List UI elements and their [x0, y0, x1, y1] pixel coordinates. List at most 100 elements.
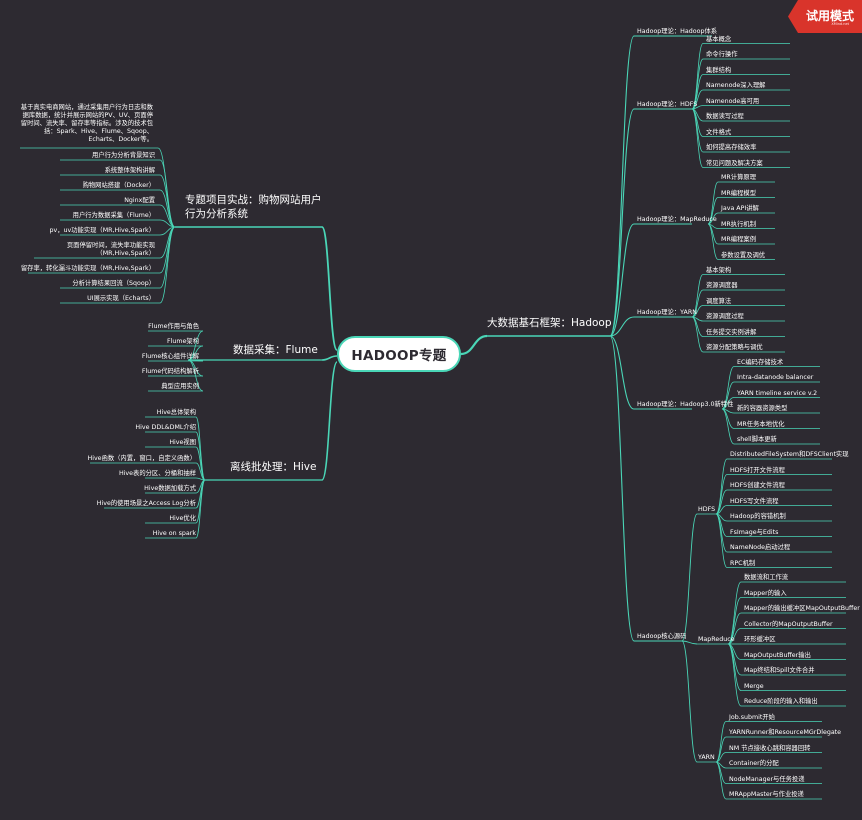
source-yarn-item[interactable]: Job.submit开始 [729, 713, 775, 721]
project-topic-item[interactable]: 用户行为分析背景知识 [92, 152, 155, 159]
source-mapreduce-item[interactable]: Mapper的输出缓冲区MapOutputBuffer [744, 605, 860, 612]
topic-hadoop-system[interactable]: Hadoop理论：Hadoop体系 [637, 28, 718, 35]
project-topic-item[interactable]: 留存率，转化漏斗功能实现（MR,Hive,Spark） [20, 265, 155, 272]
hadoop3-topic-item[interactable]: EC编码存储技术 [737, 358, 784, 366]
flume-topic-item[interactable]: Flume架构 [167, 338, 199, 345]
connector-line [727, 612, 742, 645]
mapreduce-topic-item[interactable]: Java API讲解 [721, 205, 759, 212]
connector-line [321, 355, 338, 361]
project-topic-item[interactable]: 页面停留时间，流失率功能实现（MR,Hive,Spark） [66, 242, 155, 257]
hadoop3-topic-item[interactable]: YARN timeline service v.2 [737, 389, 818, 397]
connector-line [707, 212, 719, 225]
connector-line [609, 223, 635, 337]
source-mapreduce-item[interactable]: 数据流和工作流 [744, 574, 789, 581]
hdfs-topic-item[interactable]: 常见问题及解决方案 [706, 159, 763, 167]
hdfs-topic-item[interactable]: Namenode高可用 [706, 97, 760, 105]
connector-line [321, 226, 338, 351]
branch-title-project[interactable]: 专题项目实战：购物网站用户行为分析系统 [185, 194, 322, 220]
hive-topic-item[interactable]: Hive视图 [169, 439, 196, 446]
hadoop3-topic-item[interactable]: 新的容器资源类型 [737, 405, 788, 412]
project-topic-item[interactable]: pv，uv功能实现（MR,Hive,Spark） [49, 227, 155, 234]
connector-line [187, 359, 204, 392]
source-hdfs-item[interactable]: FsImage与Edits [730, 528, 779, 536]
project-topic-item[interactable]: 购物网站搭建（Docker） [82, 182, 155, 189]
mapreduce-topic-item[interactable]: MR计算原理 [721, 174, 756, 181]
source-yarn-item[interactable]: YARNRunner和ResourceMGrDlegate [729, 729, 842, 736]
source-hdfs-item[interactable]: HDFS打开文件流程 [730, 466, 785, 474]
hive-topic-item[interactable]: Hive表的分区、分桶和抽样 [118, 470, 196, 477]
yarn-topic-item[interactable]: 资源分配策略与调优 [706, 344, 763, 351]
source-mapreduce-item[interactable]: Reduce阶段的输入和输出 [744, 698, 818, 705]
flume-topic-item[interactable]: Flume代码结构解析 [141, 368, 199, 375]
topic-mapreduce[interactable]: Hadoop理论：MapReduce [637, 216, 717, 223]
source-hdfs-label[interactable]: HDFS [698, 506, 716, 513]
central-topic[interactable]: HADOOP专题 [337, 336, 461, 372]
hive-topic-item[interactable]: Hive DDL&DML介绍 [135, 424, 196, 431]
project-topic-item[interactable]: 分析计算结果回流（Sqoop） [72, 280, 155, 287]
topic-hdfs[interactable]: Hadoop理论：HDFS [637, 101, 698, 108]
flume-topic-item[interactable]: Flume作用与角色 [148, 323, 199, 330]
source-yarn-item[interactable]: MRAppMaster与作业投递 [729, 791, 804, 798]
hdfs-topic-item[interactable]: 数据读写过程 [706, 113, 744, 120]
source-mapreduce-item[interactable]: Merge [744, 682, 764, 690]
hdfs-topic-item[interactable]: 命令行操作 [706, 51, 738, 58]
source-mapreduce-item[interactable]: MapOutputBuffer输出 [744, 651, 811, 659]
connector-line [195, 462, 206, 481]
hadoop3-topic-item[interactable]: MR任务本地优化 [737, 420, 785, 428]
mapreduce-topic-item[interactable]: MR执行机制 [721, 220, 756, 228]
source-hdfs-item[interactable]: NameNode启动过程 [730, 544, 791, 551]
source-mapreduce-item[interactable]: Mapper的输入 [744, 589, 787, 597]
source-mapreduce-item[interactable]: Map终结和Spill文件合并 [744, 667, 815, 674]
source-yarn-label[interactable]: YARN [698, 754, 715, 761]
yarn-topic-item[interactable]: 资源调度过程 [706, 313, 744, 320]
connector-line [715, 736, 727, 763]
mapreduce-topic-item[interactable]: MR编程模型 [721, 189, 756, 197]
source-hdfs-item[interactable]: HDFS创建文件流程 [730, 482, 785, 489]
hive-topic-item[interactable]: Hive优化 [169, 515, 196, 522]
project-topic-item[interactable]: 用户行为数据采集（Flume） [72, 212, 155, 219]
hadoop3-topic-item[interactable]: Intra-datanode balancer [737, 374, 814, 381]
connector-line [159, 189, 176, 228]
topic-hadoop3-features[interactable]: Hadoop理论：Hadoop3.0新特性 [637, 401, 734, 408]
hive-topic-item[interactable]: Hive的使用场景之Access Log分析 [96, 500, 196, 507]
source-yarn-item[interactable]: NodeManager与任务投递 [729, 775, 805, 783]
project-topic-item[interactable]: Nginx配置 [124, 197, 155, 204]
source-yarn-item[interactable]: NM 节点接收心跳和容器回转 [729, 744, 811, 752]
project-topic-item[interactable]: 系统整体架构讲解 [104, 167, 155, 174]
source-mapreduce-item[interactable]: 环形缓冲区 [744, 636, 776, 643]
hdfs-topic-item[interactable]: 集群结构 [706, 66, 732, 74]
connector-line [715, 513, 728, 553]
source-mapreduce-label[interactable]: MapReduce [698, 636, 735, 643]
hdfs-topic-item[interactable]: 如何提高存储效率 [706, 144, 757, 151]
yarn-topic-item[interactable]: 任务提交实例讲解 [706, 328, 757, 336]
source-hdfs-item[interactable]: Hadoop的容错机制 [730, 513, 786, 520]
source-hdfs-item[interactable]: DistributedFileSystem和DFSClient实现 [730, 451, 849, 458]
hdfs-topic-item[interactable]: 文件格式 [706, 128, 732, 136]
hive-topic-item[interactable]: Hive函数（内置，窗口，自定义函数） [87, 455, 196, 462]
hdfs-topic-item[interactable]: Namenode深入理解 [706, 82, 766, 89]
source-yarn-item[interactable]: Container的分配 [729, 760, 779, 767]
source-hdfs-item[interactable]: RPC机制 [730, 559, 756, 567]
mapreduce-topic-item[interactable]: 参数设置及调优 [721, 251, 766, 259]
mapreduce-topic-item[interactable]: MR编程案例 [721, 236, 756, 243]
yarn-topic-item[interactable]: 调度算法 [706, 297, 732, 305]
hdfs-topic-item[interactable]: 基本概念 [706, 35, 732, 43]
branch-title-hive[interactable]: 离线批处理：Hive [230, 461, 317, 473]
hive-topic-item[interactable]: Hive on spark [152, 530, 196, 537]
source-mapreduce-item[interactable]: Collector的MapOutputBuffer [744, 620, 833, 628]
branch-title-hadoop[interactable]: 大数据基石框架：Hadoop [487, 317, 612, 329]
source-hdfs-item[interactable]: HDFS写文件流程 [730, 497, 779, 505]
topic-hadoop-source[interactable]: Hadoop核心源码 [637, 633, 687, 640]
hive-topic-item[interactable]: Hive数据加载方式 [144, 485, 196, 492]
flume-topic-item[interactable]: Flume核心组件详解 [141, 353, 199, 360]
yarn-topic-item[interactable]: 基本架构 [706, 266, 732, 274]
hadoop3-topic-item[interactable]: shell脚本更新 [737, 436, 777, 443]
yarn-topic-item[interactable]: 资源调度器 [706, 282, 738, 289]
flume-topic-item[interactable]: 典型应用实例 [161, 383, 199, 390]
trial-mode-badge[interactable]: 试用模式 XMind.net [788, 0, 862, 33]
hive-topic-item[interactable]: Hive总体架构 [156, 409, 196, 416]
project-topic-item[interactable]: UI展示实现（Echarts） [87, 295, 155, 302]
topic-yarn[interactable]: Hadoop理论：YARN [637, 309, 697, 316]
branch-title-flume[interactable]: 数据采集：Flume [233, 344, 318, 356]
